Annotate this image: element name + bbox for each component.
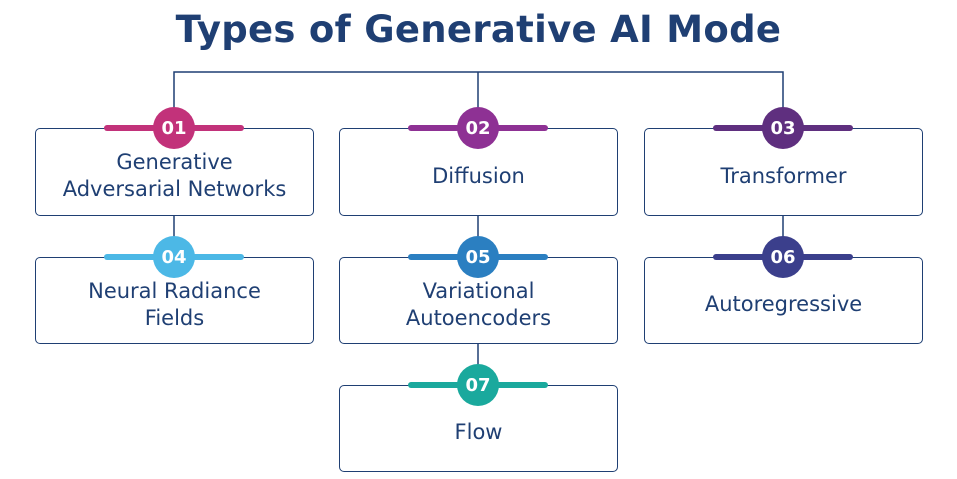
- node-label-04: Neural Radiance Fields: [88, 278, 261, 330]
- node-label-06: Autoregressive: [704, 292, 863, 316]
- diagram-title: Types of Generative AI Mode: [175, 8, 782, 51]
- node-badge-05: 05: [457, 236, 499, 278]
- node-badge-03: 03: [762, 107, 804, 149]
- node-badge-02: 02: [457, 107, 499, 149]
- node-label-03: Transformer: [720, 163, 847, 188]
- node-label-05: Variational Autoencoders: [405, 278, 552, 330]
- node-badge-07: 07: [457, 364, 499, 406]
- node-badge-04: 04: [153, 236, 195, 278]
- node-badge-06: 06: [762, 236, 804, 278]
- node-badge-01: 01: [153, 107, 195, 149]
- node-label-01: Generative Adversarial Networks: [62, 150, 287, 201]
- node-label-02: Diffusion: [432, 163, 525, 188]
- node-box-05: Variational Autoencoders: [339, 257, 618, 344]
- node-box-02: Diffusion: [339, 128, 618, 216]
- node-label-07: Flow: [454, 420, 503, 444]
